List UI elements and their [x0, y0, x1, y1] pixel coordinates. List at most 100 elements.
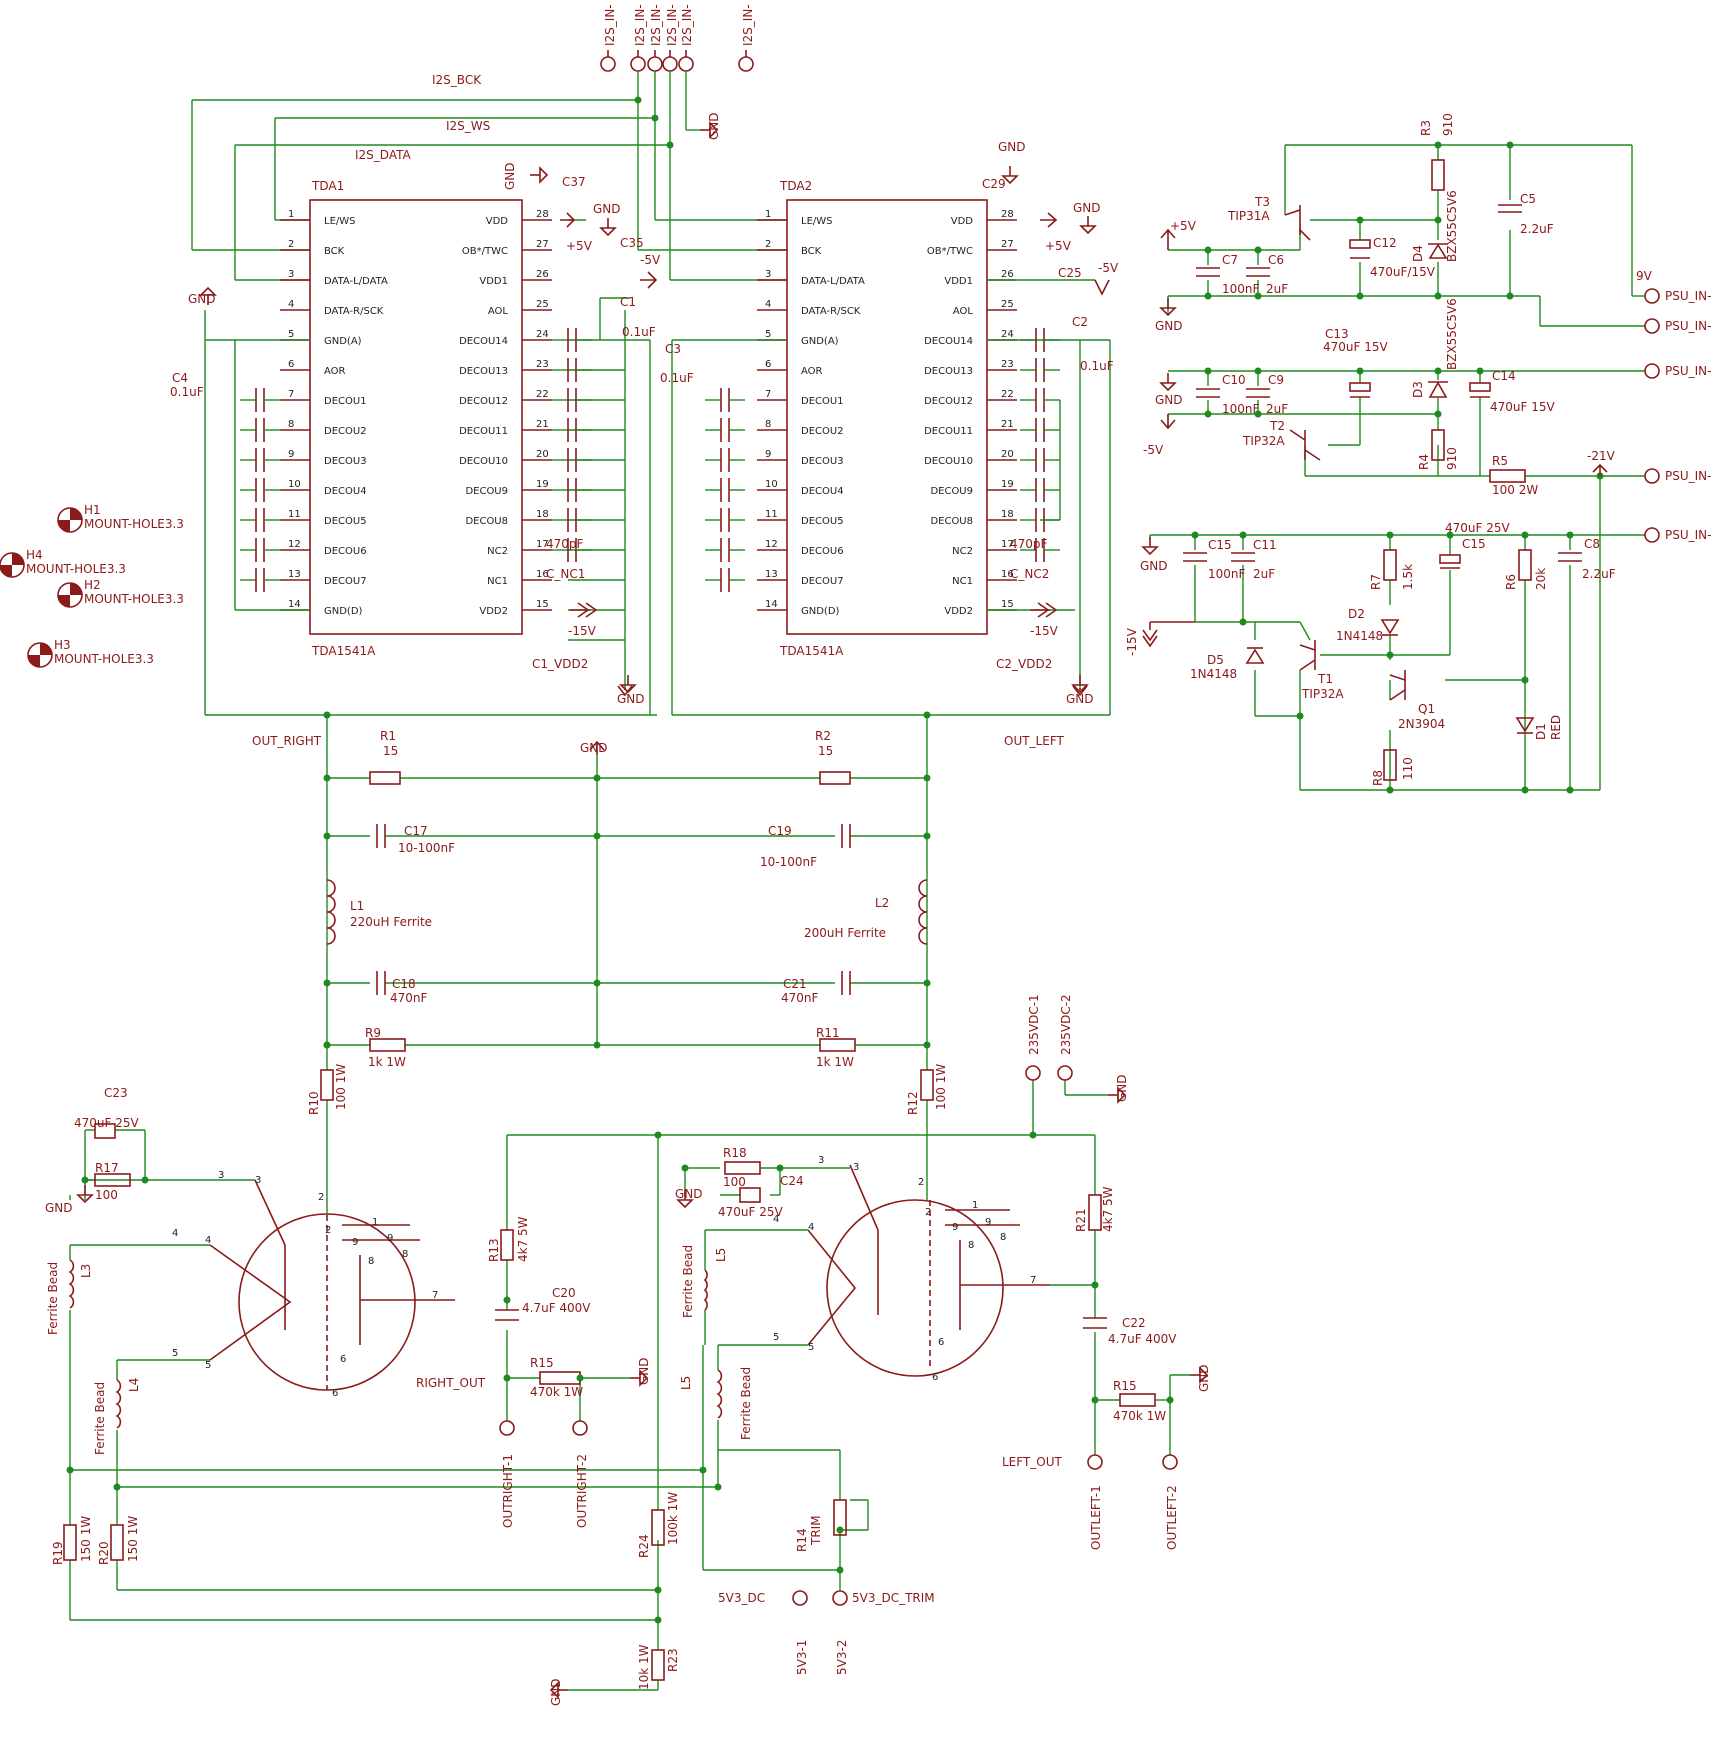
psu-c5-value: 2.2uF — [1520, 222, 1554, 236]
tda1-c37: C37 — [562, 175, 586, 189]
tda2-decoupling-caps — [705, 328, 1060, 592]
svg-text:9: 9 — [387, 1233, 393, 1244]
filter-r1: R1 — [380, 729, 396, 743]
out-left-pin-2[interactable] — [1162, 1454, 1178, 1470]
psu-p5v: +5V — [1170, 219, 1197, 233]
tube-gnd-l: GND — [675, 1187, 703, 1201]
tube-r12: R12 — [906, 1091, 920, 1115]
tube-r24-value: 100k 1W — [666, 1492, 680, 1545]
svg-text:5: 5 — [205, 1360, 211, 1371]
tube-r20: R20 — [97, 1541, 111, 1565]
tube-r23: R23 — [666, 1648, 680, 1672]
tda2-pin-num-left: 9 — [765, 449, 771, 460]
psu-c5: C5 — [1520, 192, 1536, 206]
tda2-m5v: -5V — [1098, 261, 1119, 275]
tda2-pin-num-right: 24 — [1001, 329, 1014, 340]
psu-c7: C7 — [1222, 253, 1238, 267]
v53-pin-1[interactable] — [792, 1590, 808, 1606]
tda2-pin-label-left: GND(D) — [801, 606, 840, 617]
psu-m21v: -21V — [1587, 449, 1616, 463]
i2s-label-1: I2S_IN- — [603, 4, 617, 46]
tube-l3-ferrite: Ferrite Bead — [46, 1262, 60, 1335]
tda1-pin-num-left: 7 — [288, 389, 294, 400]
tda1-pin-num-right: 18 — [536, 509, 549, 520]
v235-pin-2[interactable] — [1057, 1065, 1073, 1081]
v53-trim-label: 5V3_DC_TRIM — [852, 1591, 935, 1605]
tda2-pin-num-left: 6 — [765, 359, 771, 370]
tda1-pin-num-left: 12 — [288, 539, 301, 550]
tda2-c-nc2: C_NC2 — [1010, 567, 1049, 581]
tda2-pin-label-left: DECOU3 — [801, 456, 844, 467]
tda1-pin-label-right: NC1 — [487, 576, 508, 587]
filter-c17: C17 — [404, 824, 428, 838]
filter-r11: R11 — [816, 1026, 840, 1040]
svg-text:4: 4 — [205, 1235, 211, 1246]
tda2-c2: C2 — [1072, 315, 1088, 329]
i2s-pin-1[interactable] — [600, 56, 616, 72]
tda1-c1-value: 0.1uF — [622, 325, 656, 339]
tda1-pin-num-right: 28 — [536, 209, 549, 220]
i2s-pin-3[interactable] — [647, 56, 663, 72]
psu-in-3[interactable] — [1644, 363, 1660, 379]
i2s-label-4: I2S_IN- — [665, 4, 679, 46]
tda2-c-470p: 470pF — [1010, 537, 1048, 551]
psu-r7-value: 1.5k — [1401, 564, 1415, 590]
tda1-pin-label-left: DATA-R/SCK — [324, 306, 384, 317]
out-left-pin-1[interactable] — [1087, 1454, 1103, 1470]
out-right-pin-1[interactable] — [499, 1420, 515, 1436]
psu-in-5[interactable] — [1644, 527, 1660, 543]
v53-pin-2[interactable] — [832, 1590, 848, 1606]
v235-pin-1[interactable] — [1025, 1065, 1041, 1081]
tube-c23-value: 470uF 25V — [74, 1116, 139, 1130]
svg-text:5: 5 — [808, 1342, 814, 1353]
i2s-label-6: I2S_IN- — [741, 4, 755, 46]
tda2-gnd-c25: GND — [1073, 201, 1101, 215]
psu-c9: C9 — [1268, 373, 1284, 387]
tda1-pin-label-right: DECOU11 — [459, 426, 508, 437]
psu-r6: R6 — [1504, 574, 1518, 590]
tda1-pin-num-left: 11 — [288, 509, 301, 520]
tda1-pin-label-right: DECOU14 — [459, 336, 508, 347]
tda2-gnd-top: GND — [998, 140, 1026, 154]
tda1-pin-label-right: OB*/TWC — [462, 246, 508, 257]
mount-hole-name: H1 — [84, 503, 101, 517]
tube-c24: C24 — [780, 1174, 804, 1188]
out-right-pin-2[interactable] — [572, 1420, 588, 1436]
i2s-pin-2[interactable] — [630, 56, 646, 72]
tda1-pin-label-left: BCK — [324, 246, 345, 257]
psu-r3: R3 — [1419, 120, 1433, 136]
i2s-pin-6[interactable] — [738, 56, 754, 72]
psu-d1: D1 — [1534, 723, 1548, 740]
tda1-pin-num-left: 8 — [288, 419, 294, 430]
tda2-value: TDA1541A — [779, 644, 844, 658]
tda2-pin-label-left: DATA-L/DATA — [801, 276, 865, 287]
tube-r19: R19 — [51, 1541, 65, 1565]
psu-9v: 9V — [1636, 269, 1653, 283]
psu-in-2[interactable] — [1644, 318, 1660, 334]
tda1-pin-label-left: DECOU6 — [324, 546, 367, 557]
tube-l4-ferrite: Ferrite Bead — [93, 1382, 107, 1455]
tda2-pin-num-left: 3 — [765, 269, 771, 280]
i2s-label-3: I2S_IN- — [649, 4, 663, 46]
filter-c19-value: 10-100nF — [760, 855, 817, 869]
psu-c15b-value: 470uF 25V — [1445, 521, 1510, 535]
psu-d3-value: BZX55C5V6 — [1445, 298, 1459, 370]
psu-c11: C11 — [1253, 538, 1277, 552]
psu-in-4[interactable] — [1644, 468, 1660, 484]
tda1-p5v: +5V — [566, 239, 593, 253]
tda2-pin-label-right: DECOU8 — [930, 516, 973, 527]
tda2-pin-label-left: LE/WS — [801, 216, 833, 227]
psu-in-1[interactable] — [1644, 288, 1660, 304]
filter-r2-value: 15 — [818, 744, 833, 758]
tda2-pin-num-left: 10 — [765, 479, 778, 490]
mount-hole-name: H3 — [54, 638, 71, 652]
tda1-pin-label-left: AOR — [324, 366, 346, 377]
i2s-pin-4[interactable] — [662, 56, 678, 72]
i2s-pin-5[interactable] — [678, 56, 694, 72]
tda2-pin-label-left: DATA-R/SCK — [801, 306, 861, 317]
output-filter: OUT_RIGHT OUT_LEFT GND R1 15 R2 15 C17 1… — [252, 711, 1065, 1069]
psu-gnd-3: GND — [1140, 559, 1168, 573]
tda2-c25: C25 — [1058, 266, 1082, 280]
out-right-label-1: OUTRIGHT-1 — [501, 1454, 515, 1528]
